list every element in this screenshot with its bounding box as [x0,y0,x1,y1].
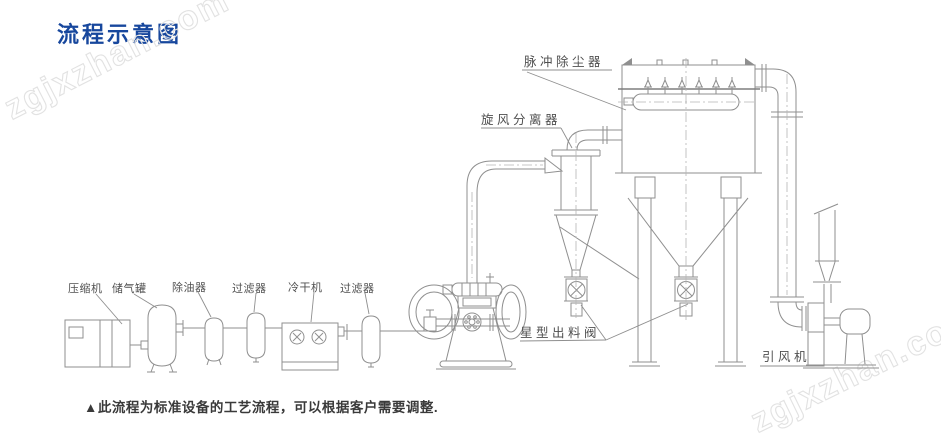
cyclone-separator-leader-line [481,127,573,149]
cyclone-separator-symbol [551,126,640,280]
footnote: ▲此流程为标准设备的工艺流程，可以根据客户需要调整. [84,400,439,415]
compressor-symbol [64,319,131,368]
dryer-leader-line [310,291,315,323]
compressor-label: 压缩机 [68,281,103,295]
star-discharge-valve-leader-lines [519,303,689,342]
compressor-leader-line [95,293,123,325]
oil-remover-symbol [204,317,224,366]
pulse-dust-collector-leader-line [522,69,627,111]
filter1-symbol [246,312,266,363]
pulse-valves [644,77,736,94]
jet-mill-symbol [408,156,564,370]
filter2-symbol [361,315,381,368]
induced-draft-fan-label: 引风机 [762,350,810,364]
filter1-label: 过滤器 [232,282,267,295]
star-discharge-valve-label: 星型出料阀 [520,326,600,340]
dryer-symbol [281,322,348,371]
pulse-dust-collector-symbol [615,58,762,367]
oil-remover-leader-line [197,291,212,318]
page-title: 流程示意图 [57,22,183,47]
watermark-top-left: zgjxzhan.com [0,0,236,127]
induced-draft-fan-symbol [803,203,879,369]
cyclone-separator-label: 旋风分离器 [481,112,561,127]
filter2-label: 过滤器 [340,282,375,295]
dryer-label: 冷干机 [288,280,323,294]
air-tank-leader-line [133,293,158,309]
oil-remover-label: 除油器 [172,280,207,294]
air-tank-symbol [140,304,184,373]
watermark-bottom-right: zgjxzhan.com [745,298,941,440]
filter1-leader-line [253,292,257,313]
pulse-dust-collector-label: 脉冲除尘器 [524,54,604,69]
filter2-leader-line [364,292,370,315]
outlet-duct-symbol [755,64,807,331]
air-tank-label: 储气罐 [112,281,147,295]
